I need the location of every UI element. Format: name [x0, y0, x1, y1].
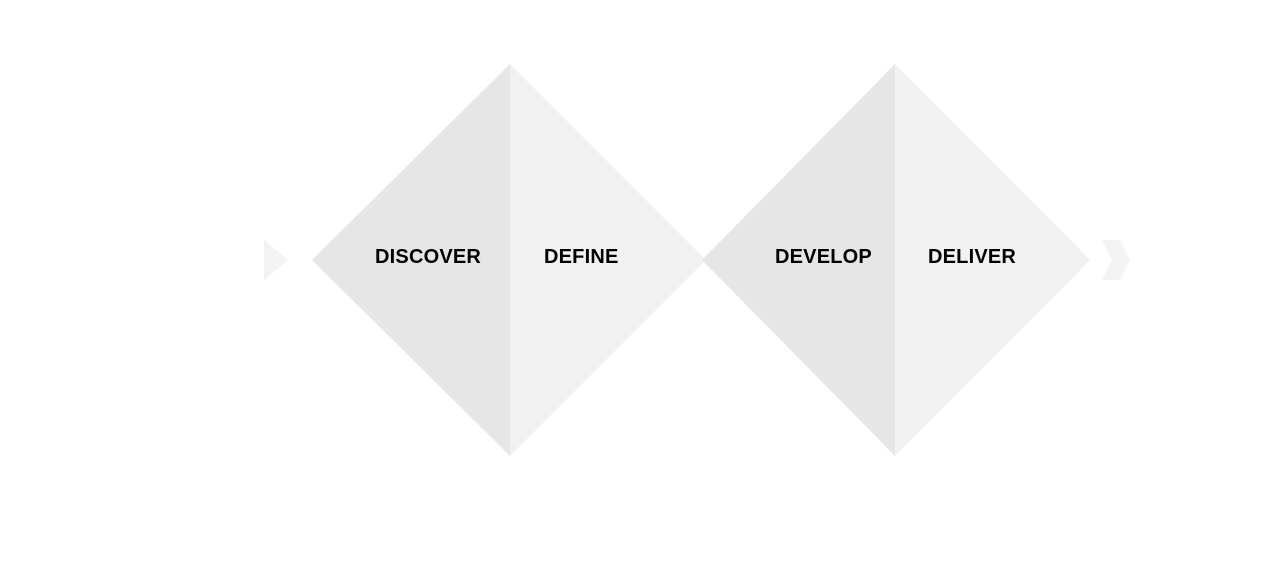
phase-label-develop: DEVELOP: [775, 246, 872, 268]
phase-label-discover: DISCOVER: [375, 246, 482, 268]
phase-label-deliver: DELIVER: [928, 246, 1017, 268]
start-marker-icon: [264, 240, 288, 280]
phase-label-define: DEFINE: [544, 246, 619, 268]
diamond-1-right-define: [510, 64, 706, 456]
diamond-2-right-deliver: [895, 64, 1090, 456]
end-marker-icon: [1102, 240, 1130, 280]
diamond-2-left-develop: [702, 64, 895, 456]
diamond-1-left-discover: [312, 64, 510, 456]
